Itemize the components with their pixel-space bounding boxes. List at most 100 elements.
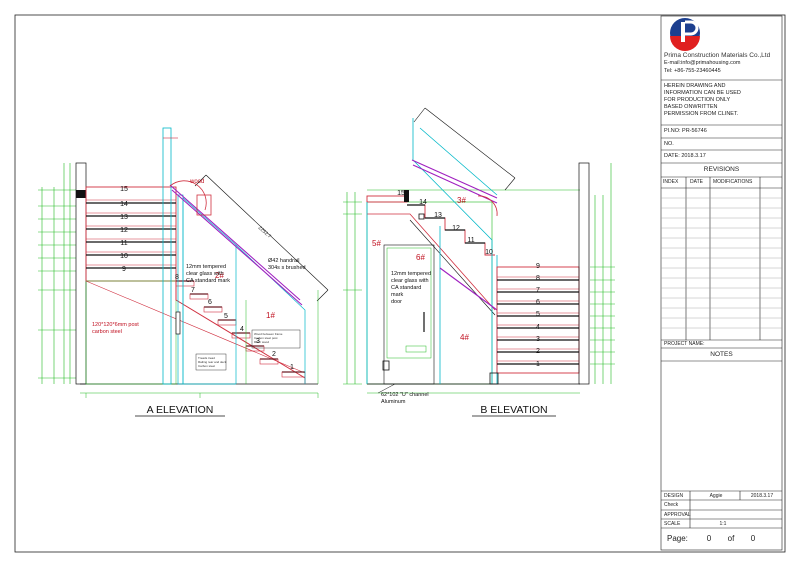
b-step-label: 11	[467, 237, 474, 244]
a-post-cap	[76, 190, 86, 198]
b-zone-label: 6#	[416, 253, 425, 262]
b-step-label: 6	[536, 299, 540, 306]
b-elevation-title: B ELEVATION	[480, 404, 547, 416]
svg-text:clear glass with: clear glass with	[391, 278, 429, 284]
a-left-dimensions	[38, 163, 76, 384]
a-step-label: 1	[290, 364, 294, 371]
a-step-label: 6	[208, 299, 212, 306]
company-logo	[670, 18, 700, 51]
scale-value: 1:1	[719, 521, 727, 527]
a-handrail-note: Ø42 handrail 304s s brushed	[268, 258, 306, 271]
company-name: Prima Construction Materials Co.,Ltd	[664, 52, 771, 59]
b-step-label: 3	[536, 336, 540, 343]
b-step-label: 5	[536, 311, 540, 318]
revisions-header: MODIFICATIONS	[713, 179, 753, 185]
a-zone-label: 2#	[215, 271, 224, 280]
a-handrail	[169, 184, 303, 306]
b-step-label: 7	[536, 287, 540, 294]
svg-text:304s s brushed: 304s s brushed	[268, 265, 306, 271]
a-center-post	[162, 127, 172, 385]
b-glass-note: 12mm tempered clear glass with CA standa…	[391, 271, 431, 305]
a-upper-rails	[86, 199, 176, 266]
svg-text:CA standard: CA standard	[391, 285, 421, 291]
revisions-header: DATE	[690, 179, 703, 185]
svg-text:62*102 "U" channel: 62*102 "U" channel	[381, 392, 429, 398]
design-label: DESIGN	[664, 493, 684, 499]
a-zone-label: 1#	[266, 311, 275, 320]
notice-line: FOR PRODUCTION ONLY	[664, 97, 731, 103]
approval-label: APPROVAL	[664, 512, 691, 518]
b-step-label: 13	[434, 212, 442, 219]
svg-text:mark: mark	[391, 292, 403, 298]
scale-label: SCALE	[664, 521, 681, 527]
pi-number: PI.NO: PR-56746	[664, 128, 707, 134]
a-step-label: 9	[122, 266, 126, 273]
b-right-post	[578, 162, 590, 385]
b-step-label: 10	[485, 249, 493, 256]
b-lower-rails	[497, 276, 579, 362]
svg-text:door: door	[391, 299, 402, 305]
design-value: Aggie	[709, 493, 723, 499]
page-label: Page:	[667, 534, 688, 543]
a-elevation-drawing: 2252.7 Wood between frame Carbon steel p…	[38, 127, 329, 398]
revision-rows	[661, 197, 782, 329]
b-left-dimensions	[343, 192, 362, 385]
b-door	[383, 244, 435, 385]
svg-text:Wood between frame: Wood between frame	[254, 332, 283, 336]
b-lower-treads	[497, 279, 579, 365]
svg-text:12mm tempered: 12mm tempered	[391, 271, 431, 277]
a-upper-frame	[85, 186, 177, 282]
b-handrail	[411, 159, 498, 311]
b-zone-label: 4#	[460, 333, 469, 342]
design-date: 2018.3.17	[750, 493, 774, 499]
no-label: NO.	[664, 141, 674, 147]
a-step-label: 13	[120, 214, 128, 221]
a-step-label: 7	[191, 287, 195, 294]
a-step-label: 10	[120, 253, 128, 260]
svg-text:Riser wood: Riser wood	[254, 340, 269, 344]
b-channel-note: 62*102 "U" channel Aluminum	[381, 392, 429, 405]
b-upper-treads	[407, 204, 485, 244]
a-elevation-title: A ELEVATION	[147, 404, 214, 416]
svg-text:2252.7: 2252.7	[257, 225, 273, 240]
sheet-border	[14, 14, 786, 553]
notice-line: BASED ONWRITTEN	[664, 104, 718, 110]
b-step-label: 8	[536, 275, 540, 282]
title-block-frame	[660, 15, 783, 551]
notice-line: PERMISSION FROM CLINET.	[664, 111, 739, 117]
b-step-label: 4	[536, 324, 540, 331]
a-post-note: 120*120*6mm post carbon steel	[92, 322, 139, 335]
b-step-label: 9	[536, 263, 540, 270]
b-glass-frame	[366, 118, 498, 384]
a-lower-rail	[85, 280, 306, 374]
b-right-dimensions	[590, 163, 615, 384]
revisions-title: REVISIONS	[703, 166, 740, 173]
b-lower-frame	[496, 266, 580, 374]
b-zone-label: 3#	[457, 196, 466, 205]
a-step-label: 15	[120, 186, 128, 193]
a-step-label: 4	[240, 326, 244, 333]
b-step-labels: 15 14 13 12 11 10 9 8 7 6 5 4 3 2 1	[397, 190, 540, 368]
company-email: E-mail:info@primahousing.com	[664, 60, 741, 66]
svg-text:clear glass with: clear glass with	[186, 271, 224, 277]
project-name-label: PROJECT NAME:	[664, 341, 705, 347]
svg-text:Railing rear and deck: Railing rear and deck	[198, 360, 227, 364]
svg-text:12mm tempered: 12mm tempered	[186, 264, 226, 270]
a-slope-dimension	[194, 174, 329, 302]
notice-line: HEREIN DRAWING AND	[664, 83, 726, 89]
notes-title: NOTES	[710, 351, 733, 358]
drawing-date: DATE: 2018.3.17	[664, 153, 706, 159]
a-step-label: 2	[272, 351, 276, 358]
a-right-dimensions	[85, 290, 319, 398]
page-total: 0	[750, 534, 756, 543]
a-upper-treads	[86, 202, 176, 269]
a-step-labels: 15 14 13 12 11 10 9 8 7 6 5 4 3 2 1	[120, 186, 294, 371]
a-center-post-2	[177, 194, 184, 385]
notice-line: INFORMATION CAN BE USED	[664, 90, 741, 96]
b-step-label: 12	[452, 225, 460, 232]
check-label: Check	[664, 502, 679, 508]
b-elevation-drawing	[343, 107, 615, 394]
page-current: 0	[706, 534, 712, 543]
a-step-label: 14	[120, 201, 128, 208]
